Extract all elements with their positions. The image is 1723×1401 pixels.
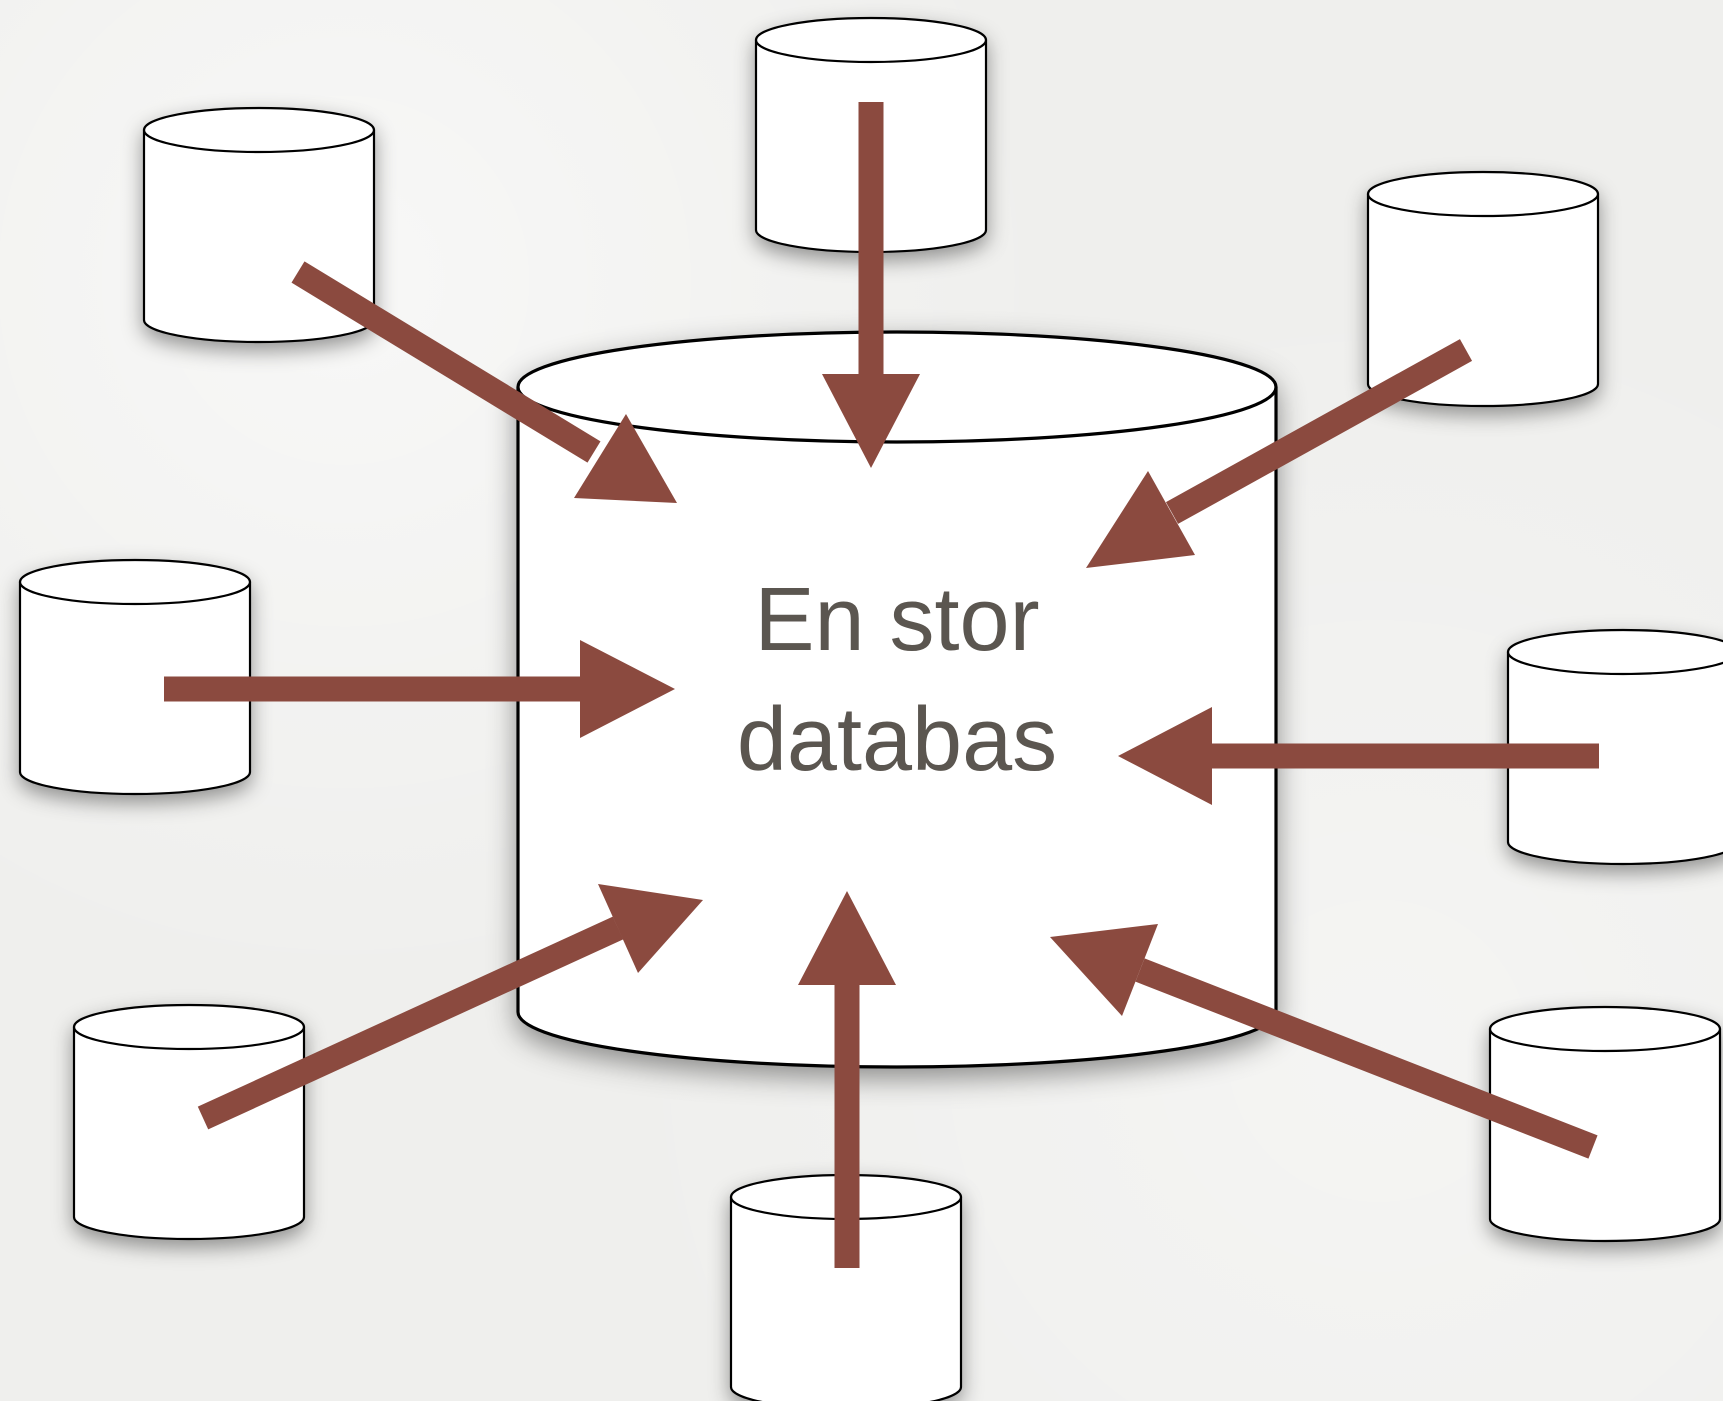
source-database-bottom-right [1488, 1005, 1722, 1243]
central-database-cylinder-icon [516, 330, 1278, 1069]
central-database-label-line-1: En stor [754, 570, 1039, 670]
database-cylinder-icon [1366, 170, 1600, 408]
central-database-label-line-2: databas [737, 690, 1057, 790]
arrow-right-to-central [1118, 707, 1599, 805]
source-database-bottom-left [72, 1003, 306, 1241]
source-database-left [18, 558, 252, 796]
arrow-bottom-left-to-central [197, 884, 703, 1130]
arrow-bottom-right-to-central [1050, 924, 1598, 1159]
database-cylinder-icon [1488, 1005, 1722, 1243]
arrow-bottom-center-to-central [798, 891, 896, 1268]
arrow-top-right-to-central [1086, 339, 1473, 568]
arrow-left-to-central [164, 640, 675, 738]
arrow-top-center-to-central [822, 102, 920, 468]
database-cylinder-icon [18, 558, 252, 796]
database-cylinder-icon [72, 1003, 306, 1241]
source-database-top-right [1366, 170, 1600, 408]
source-database-right [1506, 628, 1723, 866]
arrow-top-left-to-central [291, 261, 677, 503]
database-cylinder-icon [1506, 628, 1723, 866]
central-database: En stor databas [516, 330, 1278, 1069]
